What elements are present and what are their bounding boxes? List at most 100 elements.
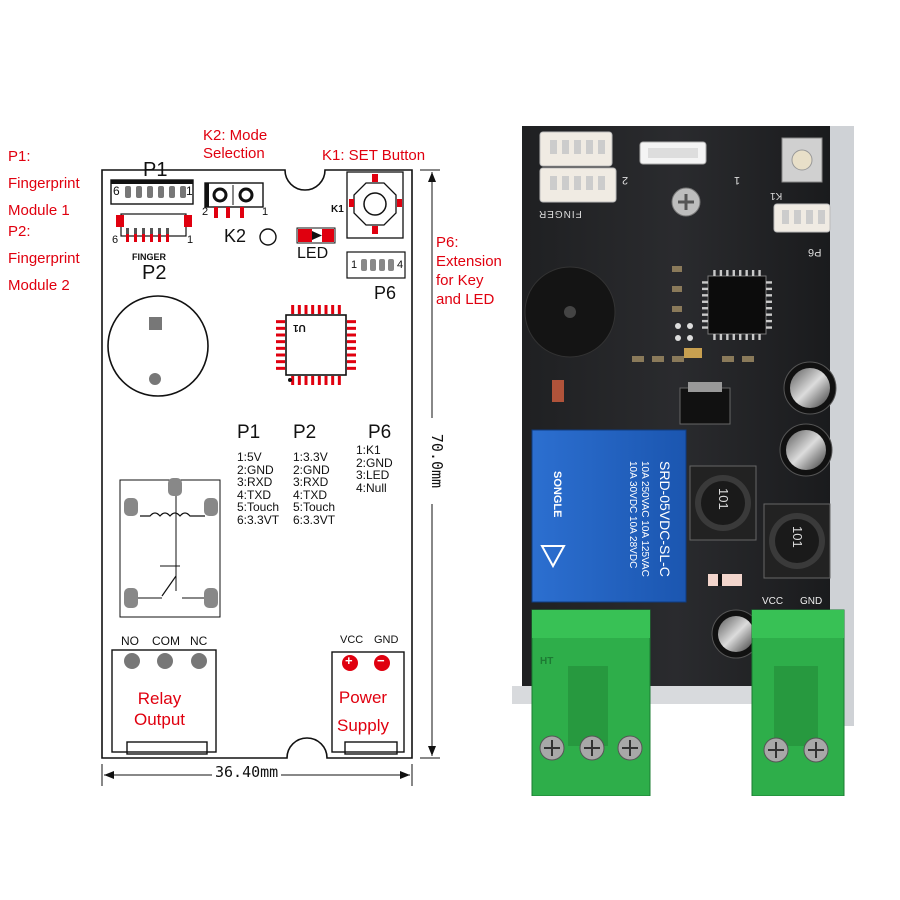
mcu-pin: [331, 305, 335, 314]
finger-silk-label: FINGER: [132, 252, 167, 262]
pin-table-title: P6: [368, 422, 392, 443]
photo-finger-silk: FINGER: [538, 208, 582, 219]
led-label: LED: [297, 245, 329, 262]
p2-connector: [120, 213, 187, 237]
mcu-pin: [304, 305, 308, 314]
callout-p2-line: Module 2: [8, 277, 70, 294]
mcu-pin: [304, 376, 308, 385]
board-outline: [101, 169, 413, 759]
pin-row: 1:3.3V: [293, 450, 328, 464]
mcu-pin: [347, 360, 356, 364]
power-term-gnd: GND: [374, 634, 399, 646]
pin-table-title: P2: [293, 422, 317, 443]
photo-mcu-pin: [766, 294, 772, 297]
mcu-pin: [291, 376, 295, 385]
pin-row: 3:LED: [356, 468, 390, 482]
p2-pin-first: 6: [112, 234, 119, 246]
relay-output-line: Output: [134, 710, 186, 729]
photo-mcu-pin: [702, 294, 708, 297]
k2-label: K2: [224, 226, 247, 246]
mcu-pin: [276, 346, 285, 350]
power-supply-line: Supply: [337, 716, 389, 735]
mcu-pin: [276, 360, 285, 364]
pin-row: 5:Touch: [293, 500, 336, 514]
photo-mcu-pin: [766, 281, 772, 284]
pin-table-title: P1: [237, 422, 261, 443]
mcu-pin: [291, 305, 295, 314]
photo-relay: [531, 429, 687, 603]
pin-row: 4:TXD: [293, 487, 328, 502]
mcu-pin: [347, 346, 356, 350]
mcu-pin: [317, 376, 321, 385]
power-supply-label: Power Supply: [337, 684, 389, 740]
callout-p2-title: P2:: [8, 223, 31, 240]
power-supply-line: Power: [338, 688, 388, 707]
power-plus-sign: +: [345, 653, 353, 668]
photo-mcu-pin: [751, 270, 755, 276]
mcu-pin: [276, 320, 285, 324]
photo-mcu-pin: [739, 334, 742, 340]
mount-hole: [259, 228, 277, 246]
power-terminal-block: [331, 651, 405, 753]
buzzer-outline: [107, 295, 209, 397]
pin-row: 4:TXD: [237, 487, 272, 502]
mcu-pin: [347, 366, 356, 370]
pin-row: 5:Touch: [237, 500, 280, 514]
mcu-pin: [347, 326, 356, 330]
p1-pin-first: 6: [113, 184, 120, 198]
pin-row: 6:3.3VT: [237, 512, 280, 527]
p6-pin-last: 4: [397, 259, 404, 271]
callout-p2-line: Fingerprint: [8, 250, 80, 267]
pin-row: 4:Null: [356, 480, 387, 495]
k2-pin-left: 2: [202, 206, 209, 218]
relay-output-label: Relay Output: [134, 688, 185, 730]
inductor-code: 101: [790, 526, 805, 548]
photo-mcu-pin: [702, 307, 708, 310]
photo-mcu-pin: [702, 281, 708, 284]
callout-k2-title: K2: Mode: [203, 127, 268, 144]
photo-mcu-pin: [751, 334, 755, 340]
mcu-pin: [276, 366, 285, 370]
mcu-pin: [276, 333, 285, 337]
photo-mcu-pin: [726, 270, 729, 276]
photo-mcu-pin: [732, 334, 735, 340]
p6-pin-first: 1: [351, 259, 358, 271]
led-symbol: [296, 227, 336, 244]
pin-table-p1: P1 1:5V 2:GND 3:RXD 4:TXD 5:Touch 6:3.3V…: [237, 423, 279, 526]
u1-letter: U: [298, 322, 306, 333]
u1-label: U1: [293, 322, 306, 333]
p1-pin-last: 1: [186, 184, 193, 198]
mcu-pin: [337, 376, 341, 385]
mcu-pins: [276, 305, 356, 385]
photo-mcu-pin: [726, 334, 729, 340]
callout-p6-line: and LED: [436, 291, 495, 308]
photo-ht-mark: HT: [540, 656, 554, 667]
k1-button-outline: [346, 171, 404, 239]
photo-mcu-pin: [758, 270, 761, 276]
relay-model-text: SRD-05VDC-SL-C: [657, 461, 673, 577]
photo-mcu-pin: [739, 270, 742, 276]
pin-table-p2: P2 1:3.3V 2:GND 3:RXD 4:TXD 5:Touch 6:3.…: [293, 423, 335, 526]
callout-p2: P2: Fingerprint Module 2: [8, 218, 80, 299]
callout-k2-line: Selection: [203, 145, 265, 162]
photo-mcu-pin: [745, 270, 748, 276]
photo-mcu-pin: [766, 319, 772, 323]
mcu-chip: [285, 314, 347, 376]
photo-mcu-pin: [702, 326, 708, 329]
callout-p1-line: Module 1: [8, 202, 70, 219]
photo-mcu-pin: [766, 287, 772, 291]
photo-mcu-pin: [713, 334, 716, 340]
pin-row: 2:GND: [237, 462, 274, 477]
callout-p6-line: for Key: [436, 272, 484, 289]
callout-p1-title: P1:: [8, 148, 31, 165]
mcu-pin: [311, 305, 315, 314]
callout-k2: K2: Mode Selection: [203, 127, 267, 163]
photo-mcu-pin: [732, 270, 735, 276]
photo-mcu-pin: [766, 307, 772, 310]
board-photo-svg: SRD-05VDC-SL-C 10A 250VAC 10A 125VAC 10A…: [512, 126, 854, 797]
pin-row: 3:RXD: [293, 475, 329, 489]
u1-number: 1: [293, 322, 299, 333]
k2-pin-right: 1: [262, 206, 269, 218]
photo-mcu-pin: [719, 270, 723, 276]
p2-pin-last: 1: [187, 234, 194, 246]
